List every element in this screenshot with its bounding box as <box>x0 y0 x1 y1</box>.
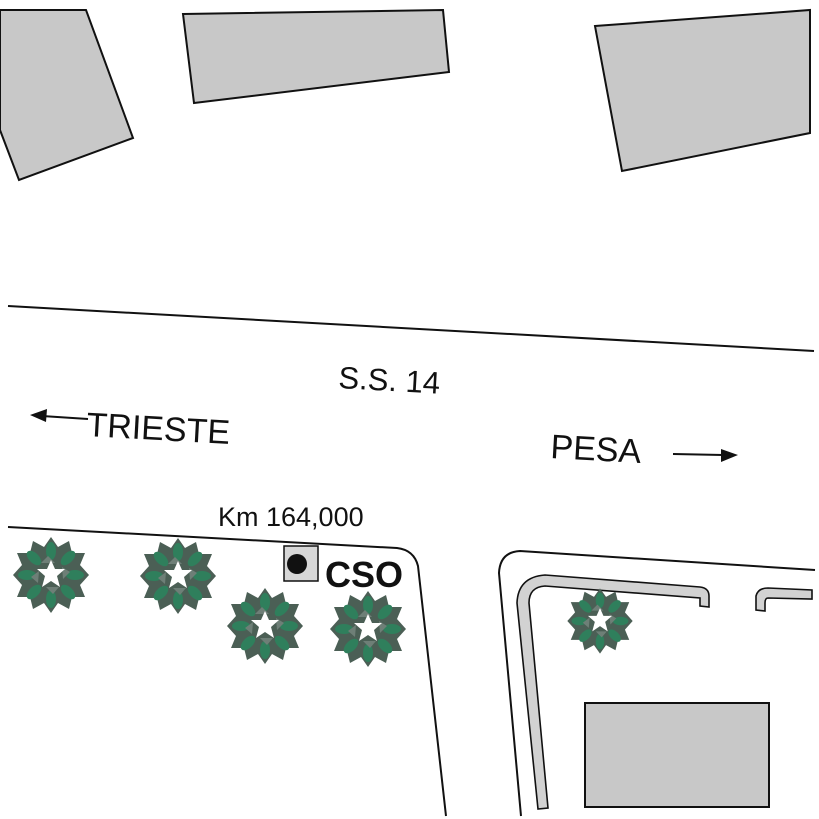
station-marker <box>283 545 319 582</box>
tree-icon <box>227 588 303 664</box>
direction-right-label: PESA <box>550 428 643 471</box>
road-south-edge-right <box>497 549 816 817</box>
tree-icon <box>13 537 89 613</box>
tree-icon <box>140 538 216 614</box>
left-arrow-icon <box>30 409 89 422</box>
tree-icon <box>330 591 406 667</box>
km-marker-label: Km 164,000 <box>218 502 364 532</box>
road-north-edge <box>7 305 815 352</box>
building-top-center <box>181 8 451 105</box>
right-arrow-icon <box>672 449 738 462</box>
road-south-edge-left <box>7 526 447 817</box>
building-top-right <box>593 8 811 173</box>
building-bottom-right <box>584 702 770 808</box>
direction-left-label: TRIESTE <box>86 406 231 452</box>
building-top-left <box>0 9 135 182</box>
curbs <box>516 574 813 810</box>
road-name-label: S.S. 14 <box>338 360 441 401</box>
road <box>7 305 816 817</box>
labels: S.S. 14 TRIESTE PESA Km 164,000 CSO <box>86 360 643 595</box>
trees <box>13 537 633 667</box>
arrows <box>30 409 738 462</box>
buildings <box>0 8 811 808</box>
curb-right <box>755 587 813 612</box>
station-label: CSO <box>325 554 403 595</box>
tree-icon <box>567 588 633 654</box>
station-dot-icon <box>287 554 307 574</box>
curb-corner <box>516 574 710 810</box>
